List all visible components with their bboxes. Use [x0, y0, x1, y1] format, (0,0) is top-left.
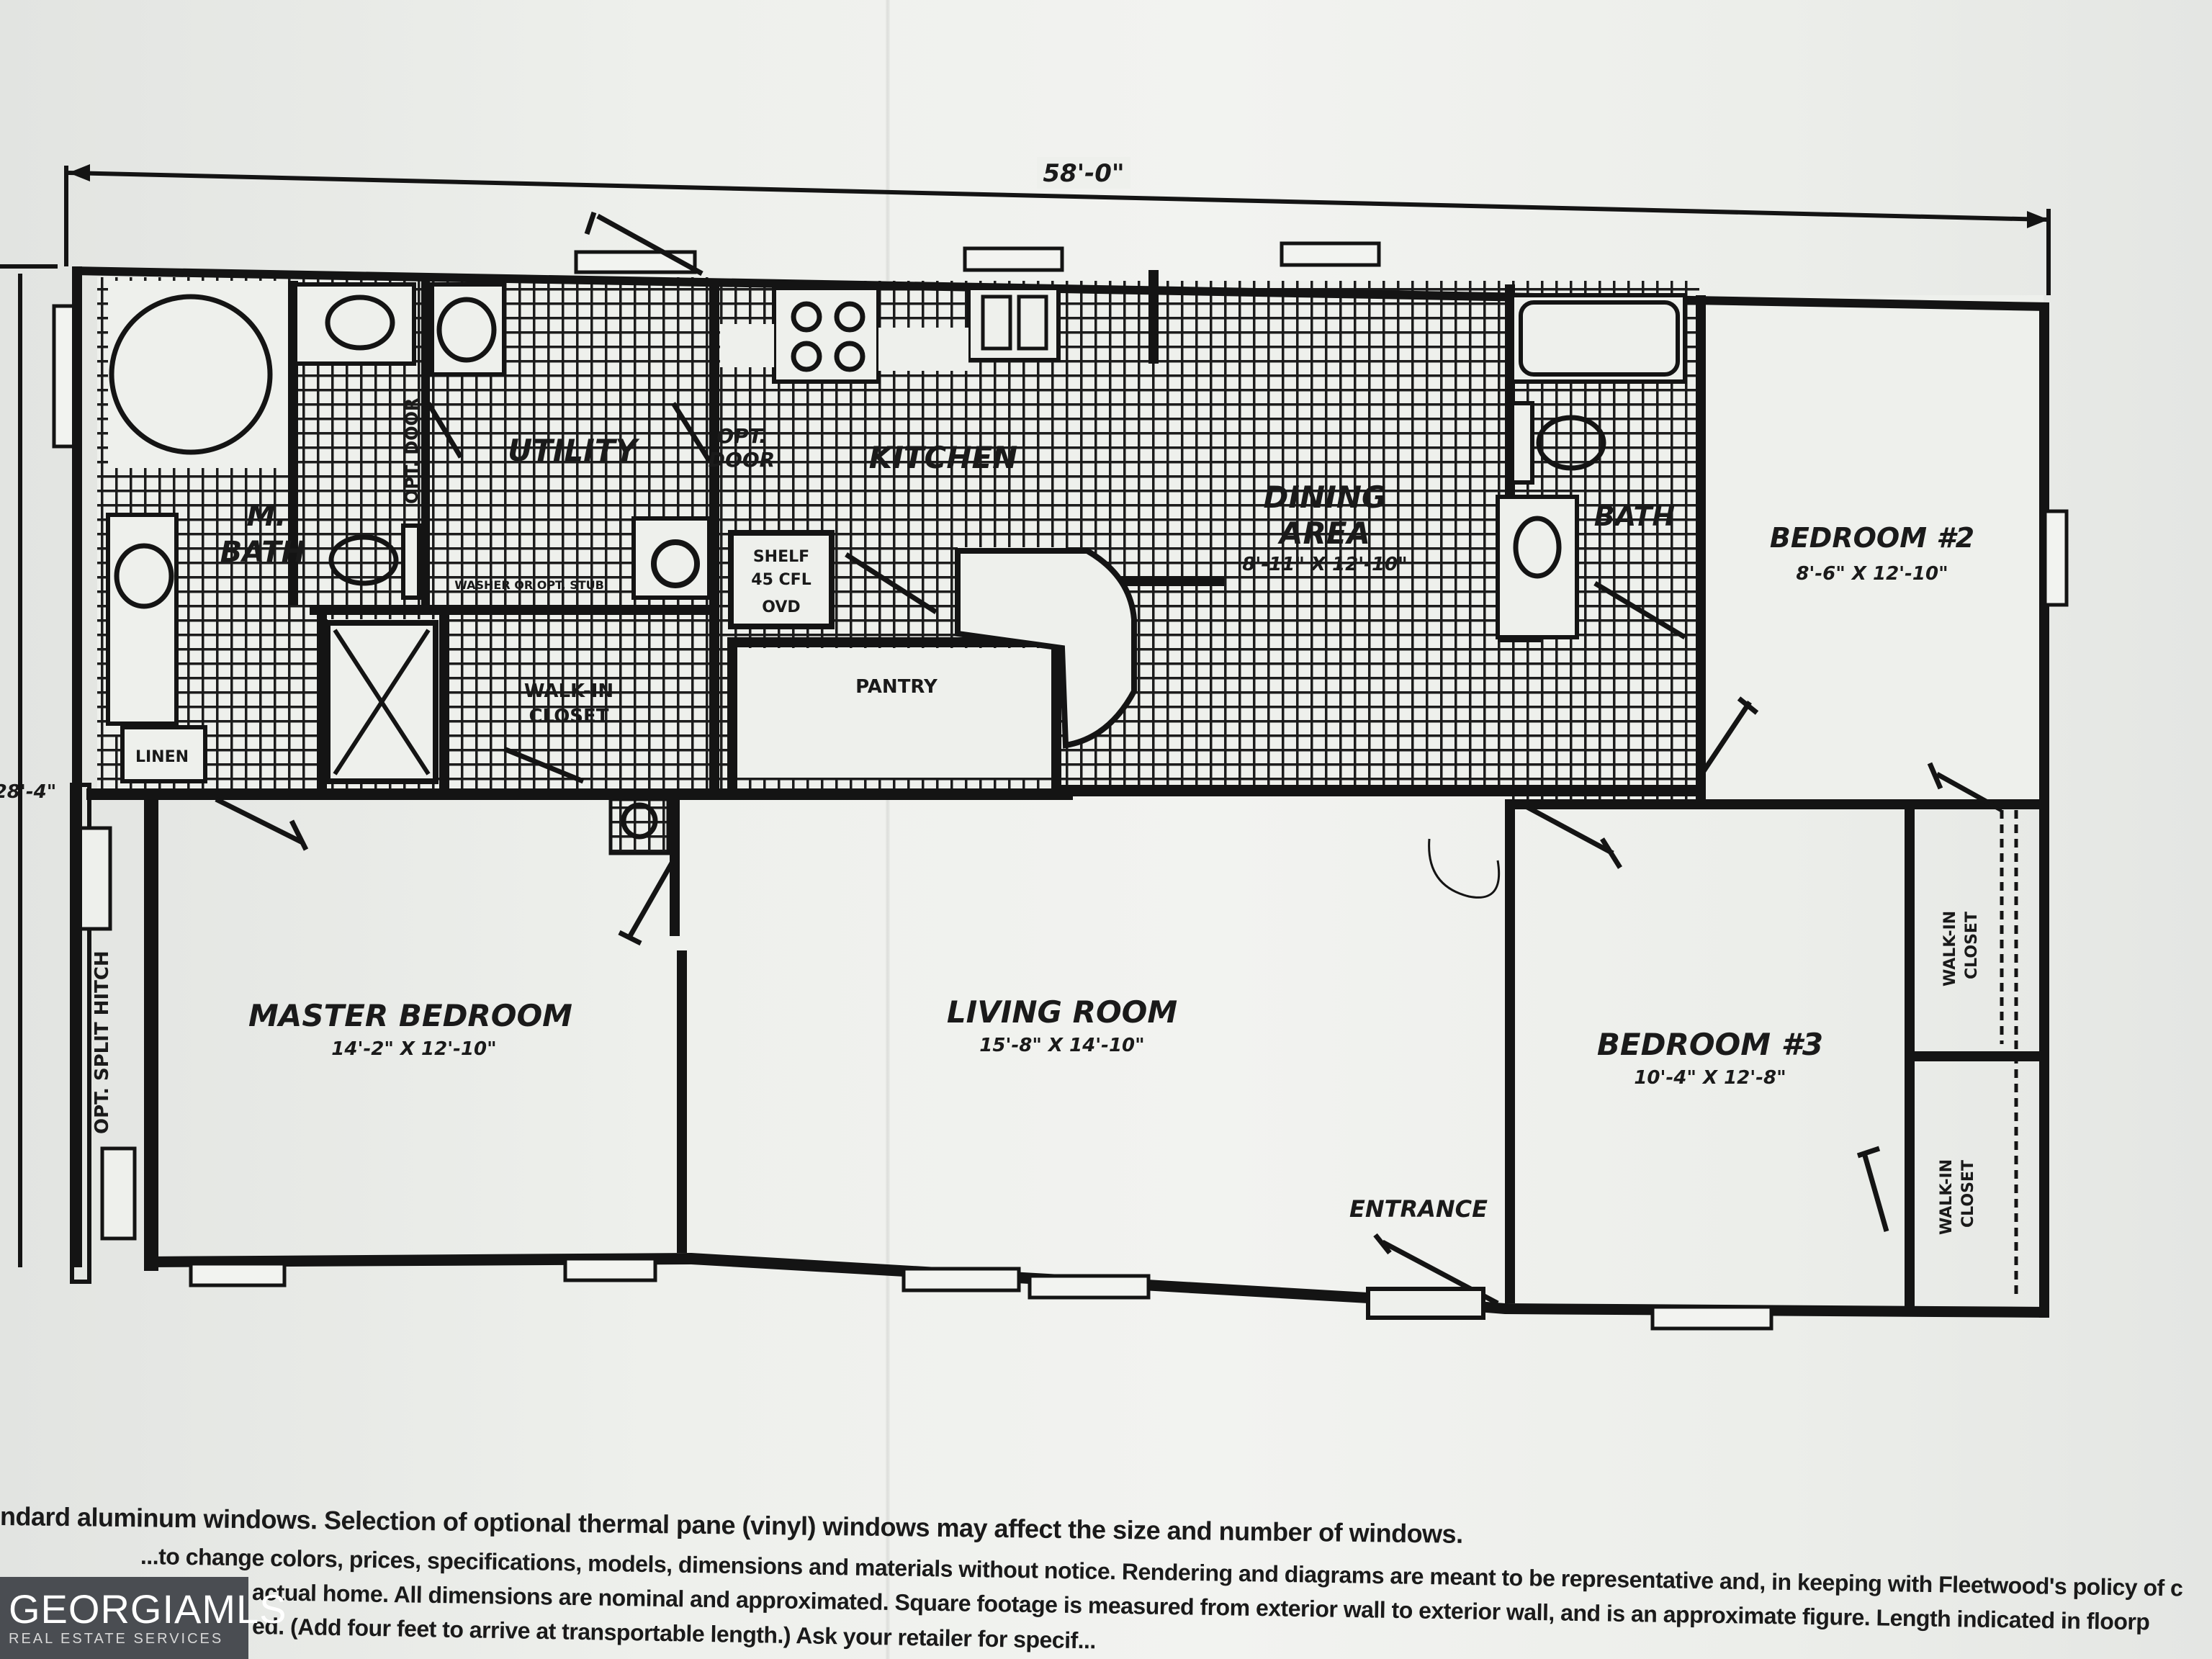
opt-split-hitch-label: OPT. SPLIT HITCH — [91, 950, 113, 1134]
bedroom2-dimensions: 8'-6" X 12'-10" — [1796, 563, 1948, 585]
kitchen-label: KITCHEN — [869, 440, 1018, 475]
paper-fold-crease — [886, 0, 890, 1659]
pantry-label: PANTRY — [855, 676, 938, 698]
logo-subtitle: REAL ESTATE SERVICES — [9, 1631, 224, 1647]
walk-in-closet-master-line2: CLOSET — [529, 706, 608, 727]
utility-label: UTILITY — [508, 433, 639, 468]
living-room-label: LIVING ROOM — [947, 994, 1177, 1030]
m-bath-label-line2: BATH — [220, 536, 305, 569]
opt-door-right-label-line2: DOOR — [709, 448, 775, 472]
master-bedroom-label: MASTER BEDROOM — [248, 998, 572, 1033]
bedroom3-label: BEDROOM #3 — [1597, 1027, 1823, 1062]
walk-in-closet-b-line1: WALK-IN — [1938, 1159, 1956, 1235]
shelf-label-line1: SHELF — [753, 548, 809, 566]
fixtures — [106, 282, 2018, 1300]
walk-in-closet-master-line1: WALK-IN — [524, 680, 613, 702]
opt-door-right-label-line1: OPT. — [716, 424, 766, 448]
shelf-label-line2: 45 CFL — [751, 571, 811, 589]
shelf-label-line3: OVD — [762, 598, 800, 616]
master-bedroom-dimensions: 14'-2" X 12'-10" — [331, 1038, 496, 1060]
living-room-dimensions: 15'-8" X 14'-10" — [979, 1035, 1144, 1056]
dining-dimensions: 8'-11" X 12'-10" — [1242, 554, 1407, 575]
windows — [189, 241, 2069, 1331]
overall-width-dimension: 58'-0" — [64, 157, 2051, 295]
entrance-label: ENTRANCE — [1349, 1195, 1488, 1223]
linen-label: LINEN — [135, 748, 189, 766]
door-swings — [215, 211, 2003, 1320]
bedroom2-label: BEDROOM #2 — [1770, 522, 1974, 554]
bedroom3-dimensions: 10'-4" X 12'-8" — [1634, 1067, 1786, 1089]
walk-in-closet-a-line2: CLOSET — [1963, 912, 1981, 979]
overall-depth-label: 28'-4" — [0, 781, 56, 803]
georgia-mls-logo: GEORGIAMLS REAL ESTATE SERVICES — [0, 1577, 287, 1659]
overall-width-label: 58'-0" — [1043, 159, 1124, 188]
dining-label-line1: DINING — [1264, 480, 1387, 515]
walk-in-closet-a-line1: WALK-IN — [1941, 911, 1959, 986]
logo-brand-text: GEORGIAMLS — [9, 1586, 287, 1632]
walk-in-closet-b-line2: CLOSET — [1959, 1160, 1977, 1228]
room-labels: M. BATH UTILITY OPT. DOOR OPT. DOOR KITC… — [135, 398, 1981, 1235]
m-bath-label-line1: M. — [247, 500, 287, 533]
dining-label-line2: AREA — [1277, 516, 1370, 551]
opt-door-left-label: OPT. DOOR — [402, 398, 422, 504]
bath-label: BATH — [1594, 500, 1675, 532]
interior-walls — [86, 270, 2045, 1310]
washer-dryer-label: WASHER OR OPT. STUB — [454, 578, 604, 592]
